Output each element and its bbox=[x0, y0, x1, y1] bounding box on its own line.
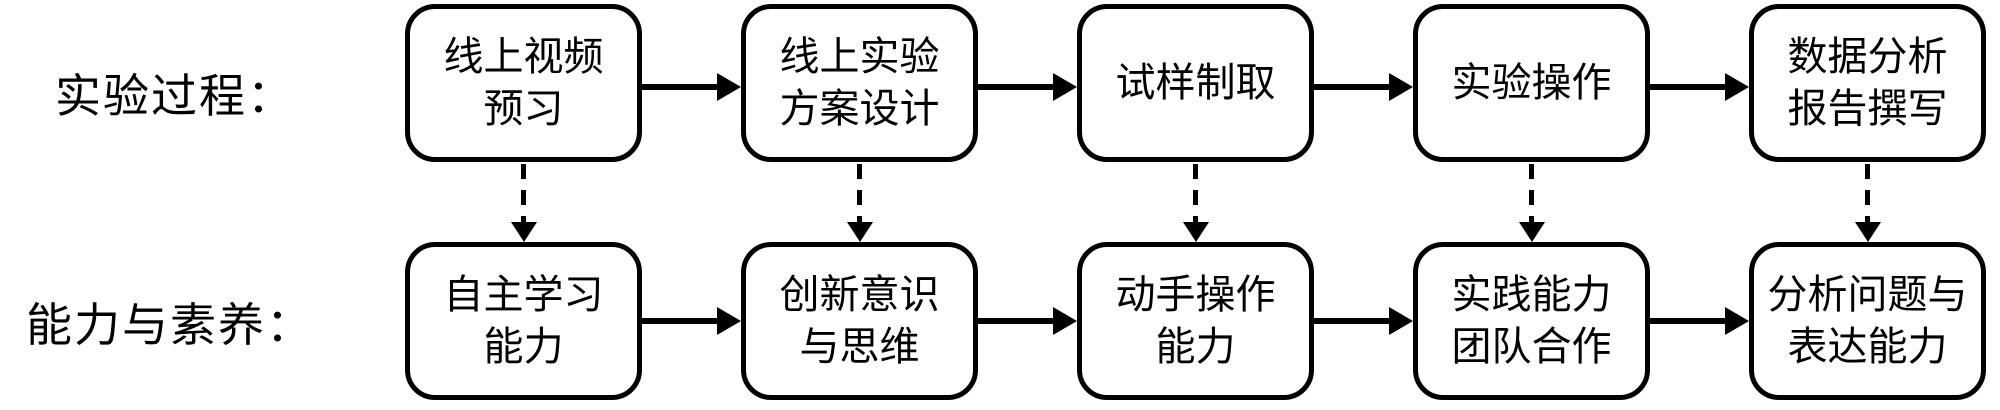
node-text-line: 团队合作 bbox=[1451, 324, 1612, 369]
right-arrow-icon bbox=[642, 73, 741, 101]
competency-node-4: 实践能力 团队合作 bbox=[1413, 242, 1650, 400]
competency-node-1: 自主学习 能力 bbox=[405, 242, 642, 400]
process-node-4: 实验操作 bbox=[1413, 4, 1650, 162]
competency-node-5: 分析问题与 表达能力 bbox=[1749, 242, 1986, 400]
dashed-down-arrow-icon bbox=[1854, 164, 1881, 242]
right-arrow-icon bbox=[642, 307, 741, 335]
node-text-line: 与思维 bbox=[799, 324, 920, 369]
node-text-line: 能力 bbox=[1155, 324, 1236, 369]
right-arrow-icon bbox=[1650, 307, 1749, 335]
process-node-1: 线上视频 预习 bbox=[405, 4, 642, 162]
right-arrow-icon bbox=[1650, 73, 1749, 101]
right-arrow-icon bbox=[978, 307, 1077, 335]
node-text-line: 表达能力 bbox=[1787, 324, 1948, 369]
dashed-down-arrow-icon bbox=[846, 164, 873, 242]
node-text-line: 能力 bbox=[483, 324, 564, 369]
node-text-line: 分析问题与 bbox=[1767, 272, 1968, 317]
node-text-line: 创新意识 bbox=[779, 272, 940, 317]
process-node-2: 线上实验 方案设计 bbox=[741, 4, 978, 162]
node-text-line: 动手操作 bbox=[1115, 272, 1276, 317]
right-arrow-icon bbox=[978, 73, 1077, 101]
competency-row-label: 能力与素养： bbox=[26, 300, 314, 351]
node-text-line: 预习 bbox=[483, 86, 564, 131]
process-row-label: 实验过程： bbox=[55, 71, 295, 122]
competency-node-2: 创新意识 与思维 bbox=[741, 242, 978, 400]
node-text-line: 方案设计 bbox=[779, 86, 940, 131]
node-text-line: 实践能力 bbox=[1451, 272, 1612, 317]
node-text-line: 试样制取 bbox=[1115, 60, 1276, 105]
node-text-line: 线上实验 bbox=[779, 34, 940, 79]
right-arrow-icon bbox=[1314, 73, 1413, 101]
process-node-3: 试样制取 bbox=[1077, 4, 1314, 162]
node-text-line: 线上视频 bbox=[443, 34, 604, 79]
node-text-line: 报告撰写 bbox=[1787, 86, 1948, 131]
dashed-down-arrow-icon bbox=[1518, 164, 1545, 242]
dashed-down-arrow-icon bbox=[1182, 164, 1209, 242]
competency-node-3: 动手操作 能力 bbox=[1077, 242, 1314, 400]
node-text-line: 实验操作 bbox=[1451, 60, 1612, 105]
right-arrow-icon bbox=[1314, 307, 1413, 335]
dashed-down-arrow-icon bbox=[510, 164, 537, 242]
process-node-5: 数据分析 报告撰写 bbox=[1749, 4, 1986, 162]
node-text-line: 数据分析 bbox=[1787, 34, 1948, 79]
node-text-line: 自主学习 bbox=[443, 272, 604, 317]
